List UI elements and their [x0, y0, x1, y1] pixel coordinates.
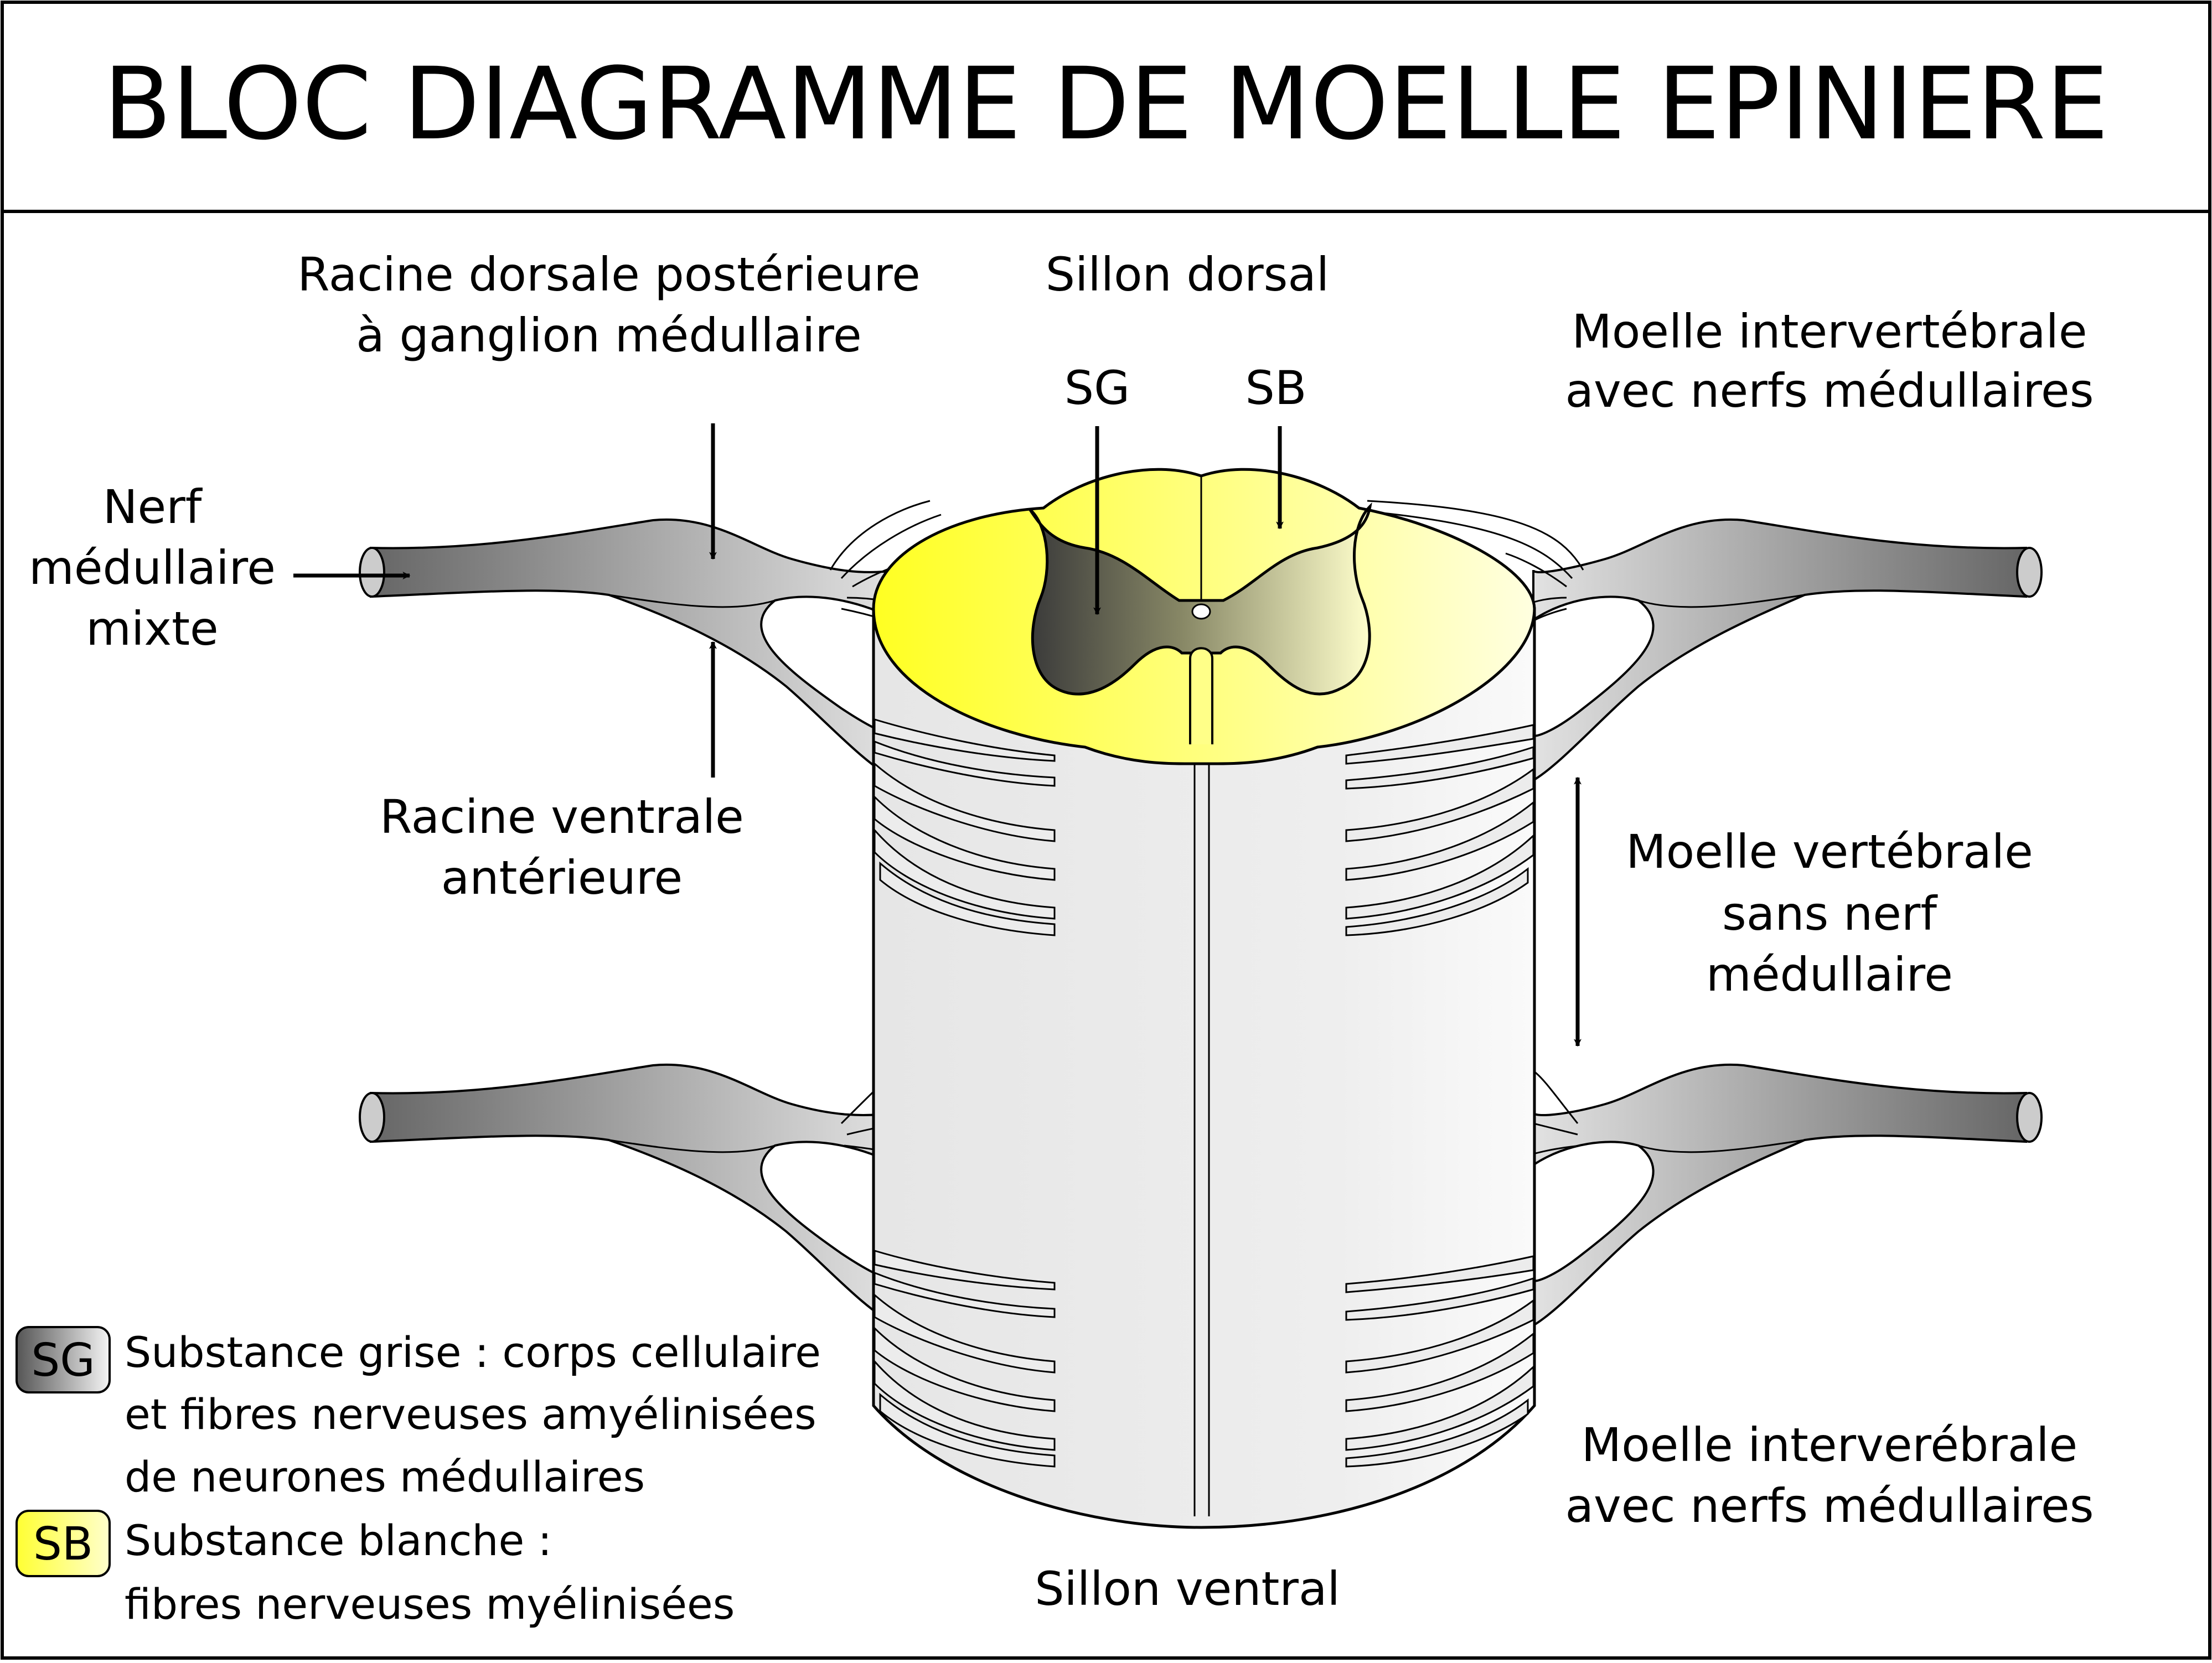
- legend-sg-chip: [15, 1326, 111, 1393]
- nerve-upper-right: [1367, 500, 2043, 783]
- svg-text:Substance grise : corps cellul: Substance grise : corps cellulaire: [125, 1328, 821, 1377]
- svg-text:médullaire: médullaire: [1706, 947, 1953, 1002]
- root-fibers-lower-left: [874, 1249, 1056, 1468]
- svg-text:antérieure: antérieure: [441, 851, 683, 905]
- svg-text:Racine ventrale: Racine ventrale: [380, 790, 744, 844]
- svg-text:mixte: mixte: [86, 602, 219, 656]
- label-mixed-nerve: Nerf médullaire mixte: [29, 480, 276, 656]
- svg-text:SB: SB: [33, 1518, 93, 1571]
- nerve-lower-right: [1532, 1063, 2043, 1328]
- svg-text:Racine dorsale postérieure: Racine dorsale postérieure: [297, 247, 921, 302]
- label-sg: SG: [1064, 361, 1130, 415]
- cross-section-grey-matter: [1028, 502, 1372, 744]
- nerve-lower-left: [359, 1063, 898, 1328]
- svg-text:Moelle vertébrale: Moelle vertébrale: [1626, 825, 2033, 879]
- label-intervertebral-top: Moelle intervertébrale avec nerfs médull…: [1565, 304, 2094, 418]
- svg-text:avec nerfs médullaires: avec nerfs médullaires: [1565, 364, 2094, 418]
- svg-text:et fibres nerveuses amyélinisé: et fibres nerveuses amyélinisées: [125, 1390, 816, 1439]
- label-intervertebral-bottom: Moelle interverébrale avec nerfs médulla…: [1565, 1418, 2094, 1533]
- root-fibers-upper-right: [1345, 724, 1534, 936]
- legend-sb: SB Substance blanche : fibres nerveuses …: [15, 1510, 735, 1629]
- svg-text:SG: SG: [31, 1334, 95, 1387]
- legend-sg: SG Substance grise : corps cellulaire et…: [15, 1326, 821, 1501]
- legend-sb-chip: [15, 1510, 111, 1577]
- label-vertebral-no-nerve: Moelle vertébrale sans nerf médullaire: [1626, 825, 2033, 1002]
- root-fibers-lower-right: [1345, 1255, 1534, 1468]
- svg-text:Substance blanche :: Substance blanche :: [125, 1516, 552, 1565]
- label-dorsal-root: Racine dorsale postérieure à ganglion mé…: [297, 247, 921, 362]
- root-fibers-upper-left: [874, 718, 1056, 936]
- label-ventral-sulcus: Sillon ventral: [1035, 1562, 1340, 1616]
- svg-text:sans nerf: sans nerf: [1722, 887, 1938, 941]
- arrows: [293, 423, 1582, 1047]
- svg-text:à ganglion médullaire: à ganglion médullaire: [356, 308, 861, 362]
- svg-text:Moelle interverébrale: Moelle interverébrale: [1582, 1418, 2077, 1472]
- svg-text:fibres nerveuses myélinisées: fibres nerveuses myélinisées: [125, 1579, 735, 1629]
- label-dorsal-sulcus: Sillon dorsal: [1046, 247, 1330, 302]
- label-ventral-root: Racine ventrale antérieure: [380, 790, 744, 905]
- svg-text:Nerf: Nerf: [103, 480, 203, 534]
- svg-text:Moelle intervertébrale: Moelle intervertébrale: [1572, 304, 2087, 359]
- svg-text:médullaire: médullaire: [29, 541, 276, 595]
- central-canal: [1191, 603, 1211, 620]
- nerve-upper-left: [359, 500, 942, 783]
- page-title: BLOC DIAGRAMME DE MOELLE EPINIERE: [104, 46, 2109, 162]
- label-sb: SB: [1245, 361, 1307, 415]
- svg-text:de neurones médullaires: de neurones médullaires: [125, 1452, 645, 1501]
- svg-text:avec nerfs médullaires: avec nerfs médullaires: [1565, 1479, 2094, 1533]
